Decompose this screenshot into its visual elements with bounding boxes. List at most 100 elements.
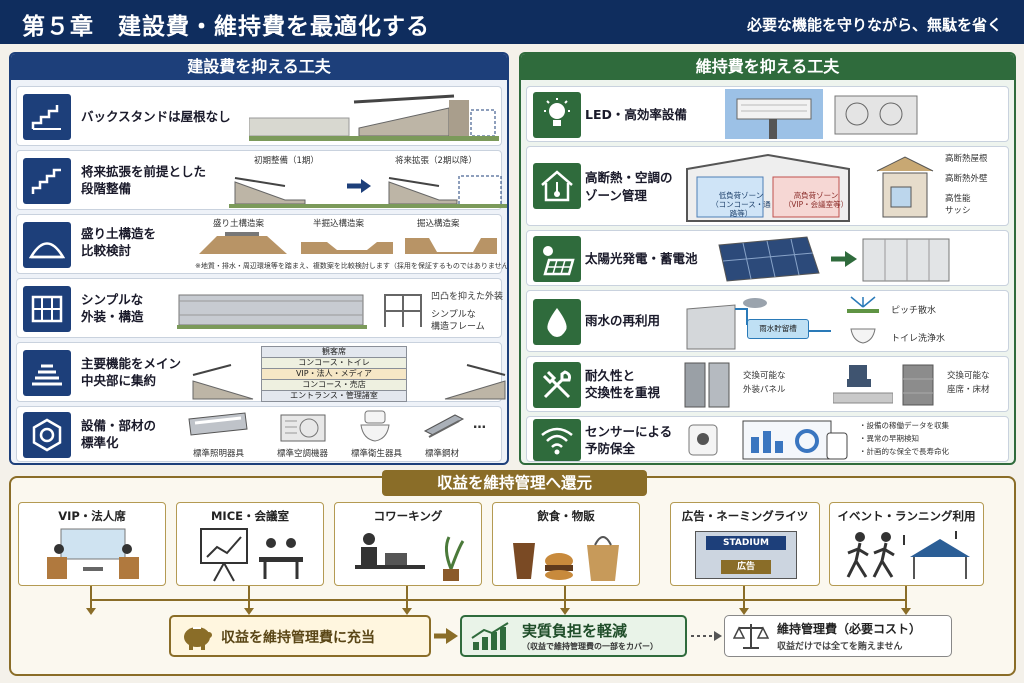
central-label-1: 主要機能をメイン bbox=[81, 356, 182, 371]
bulb-icon bbox=[533, 92, 581, 138]
stadium-sign: STADIUM bbox=[706, 536, 786, 550]
maintenance-cost-text: 維持管理費（必要コスト） bbox=[777, 622, 922, 636]
row-solar: 太陽光発電・蓄電池 bbox=[526, 230, 1009, 286]
zone-building-illustration bbox=[686, 153, 850, 222]
bleacher-icon bbox=[23, 94, 71, 140]
rainwater-illustration bbox=[686, 298, 831, 350]
earthwork-illustration bbox=[199, 232, 497, 254]
maintenance-panel-title: 維持費を抑える工夫 bbox=[521, 54, 1014, 80]
level-vip: VIP・法人・メディア bbox=[261, 369, 407, 380]
sensor-device-icon bbox=[688, 424, 718, 456]
steel-beam-icon bbox=[423, 414, 465, 438]
house-thermometer-icon bbox=[533, 163, 581, 209]
row-rainwater: 雨水の再利用 雨水貯留槽 ピッチ散水 トイレ洗浄水 bbox=[526, 290, 1009, 352]
card-food: 飲食・物販 bbox=[492, 502, 640, 586]
maintenance-cost-box: 維持管理費（必要コスト） 収益だけでは全てを賄えません bbox=[724, 615, 952, 657]
part-sash-2: サッシ bbox=[945, 206, 971, 216]
sensor-bullet-2: ・異常の早期検知 bbox=[859, 434, 919, 443]
arrow-to-battery bbox=[831, 251, 857, 267]
card-mice-title: MICE・会議室 bbox=[210, 509, 290, 523]
item-ac: 標準空調機器 bbox=[277, 449, 329, 459]
revenue-section: 収益を維持管理へ還元 VIP・法人席 MICE・会議室 コワーキング 飲食・物販… bbox=[9, 470, 1016, 676]
dotted-arrow bbox=[691, 631, 722, 641]
central-label-2: 中央部に集約 bbox=[81, 373, 157, 388]
seat-note-2: 座席・床材 bbox=[947, 385, 990, 395]
durability-label-2: 交換性を重視 bbox=[585, 385, 661, 400]
flow-connectors bbox=[86, 586, 911, 615]
insulation-label-2: ゾーン管理 bbox=[585, 188, 647, 203]
revenue-allocation-box: 収益を維持管理費に充当 bbox=[169, 615, 431, 657]
construction-cost-panel: 建設費を抑える工夫 バックスタンドは屋根なし 将来拡張を前提とした 段階整備 初… bbox=[9, 52, 509, 465]
burden-reduction-box: 実質負担を軽減 （収益で維持管理費の一部をカバー） bbox=[460, 615, 687, 657]
card-events: イベント・ランニング利用 bbox=[829, 502, 984, 586]
mound-icon bbox=[23, 222, 71, 268]
frame-icon bbox=[384, 294, 422, 327]
stadium-building: STADIUM 広告 bbox=[695, 531, 797, 579]
part-roof: 高断熱屋根 bbox=[945, 154, 988, 164]
page-subtitle: 必要な機能を守りながら、無駄を省く bbox=[746, 16, 1002, 34]
facade-panel-illustration bbox=[684, 362, 730, 408]
standard-label-2: 標準化 bbox=[81, 435, 119, 450]
phase1-caption: 初期整備（1期） bbox=[254, 156, 319, 166]
revenue-allocation-text: 収益を維持管理費に充当 bbox=[221, 630, 375, 646]
presentation-icon bbox=[200, 528, 303, 582]
maintenance-cost-panel: 維持費を抑える工夫 LED・高効率設備 高断熱・空調の ゾーン管理 低負荷ゾーン… bbox=[519, 52, 1016, 465]
item-steel: 標準鋼材 bbox=[425, 449, 460, 459]
wall-section-illustration bbox=[876, 156, 934, 218]
row-earthwork: 盛り土構造を 比較検討 盛り土構造案 半掘込構造案 掘込構造案 ※地質・排水・周… bbox=[16, 214, 507, 274]
level-entrance: エントランス・管理諸室 bbox=[261, 391, 407, 402]
item-sanitary: 標準衛生器具 bbox=[351, 449, 403, 459]
facade-label-1: シンプルな bbox=[81, 292, 144, 307]
toilet-icon bbox=[360, 410, 390, 442]
construction-panel-title: 建設費を抑える工夫 bbox=[11, 54, 507, 80]
hvac-unit-illustration bbox=[834, 95, 918, 135]
seat-illustration bbox=[833, 365, 893, 404]
row-backstand: バックスタンドは屋根なし bbox=[16, 86, 502, 146]
frame-note-2: 構造フレーム bbox=[431, 322, 485, 332]
card-coworking: コワーキング bbox=[334, 502, 482, 586]
solar-panel-icon bbox=[533, 236, 581, 282]
page-title: 第５章 建設費・維持費を最適化する bbox=[22, 14, 430, 40]
phased-label-1: 将来拡張を前提とした bbox=[81, 164, 207, 179]
running-event-icon bbox=[846, 531, 970, 579]
part-sash-1: 高性能 bbox=[945, 194, 971, 204]
piggy-bank-icon bbox=[184, 627, 212, 650]
rainwater-label: 雨水の再利用 bbox=[585, 313, 661, 328]
row-led: LED・高効率設備 bbox=[526, 86, 1009, 142]
zone-low: 低負荷ゾーン（コンコース・通路等） bbox=[709, 191, 773, 218]
zone-high: 高負荷ゾーン（VIP・会議室等） bbox=[783, 191, 849, 209]
sensor-bullet-1: ・設備の稼働データを収集 bbox=[859, 421, 949, 430]
card-mice: MICE・会議室 bbox=[176, 502, 324, 586]
card-advertising: 広告・ネーミングライツ STADIUM 広告 bbox=[670, 502, 820, 586]
maintenance-cost-subtext: 収益だけでは全てを賄えません bbox=[777, 642, 903, 652]
facade-grid-icon bbox=[23, 286, 71, 332]
zone-high-title: 高負荷ゾーン bbox=[793, 191, 839, 200]
use-pitch: ピッチ散水 bbox=[891, 306, 937, 316]
facade-label-2: 外装・構造 bbox=[81, 309, 144, 324]
card-coworking-title: コワーキング bbox=[373, 509, 443, 523]
phase2-caption: 将来拡張（2期以降） bbox=[395, 156, 477, 166]
water-drop-icon bbox=[533, 299, 581, 345]
light-fixture-icon bbox=[188, 412, 248, 436]
phased-illustration bbox=[229, 175, 507, 208]
backstand-illustration bbox=[249, 94, 499, 141]
row-standardization: 設備・部材の 標準化 … 標準照明器具 標準空調機器 標準衛生器具 標準鋼材 bbox=[16, 406, 502, 462]
zone-high-desc: （VIP・会議室等） bbox=[783, 200, 849, 209]
seat-note-1: 交換可能な bbox=[947, 371, 990, 381]
frame-note-1: シンプルな bbox=[431, 310, 476, 320]
case2-caption: 半掘込構造案 bbox=[313, 219, 365, 229]
rain-tank: 雨水貯留槽 bbox=[747, 319, 809, 339]
durability-label-1: 耐久性と bbox=[585, 368, 636, 383]
ad-sign: 広告 bbox=[721, 560, 771, 574]
backstand-label: バックスタンドは屋根なし bbox=[81, 109, 231, 124]
dashboard-illustration bbox=[742, 420, 848, 460]
solar-array-illustration bbox=[718, 236, 820, 282]
stairs-icon bbox=[23, 158, 71, 204]
revenue-section-title: 収益を維持管理へ還元 bbox=[382, 470, 647, 496]
floor-tile-illustration bbox=[902, 364, 934, 406]
row-phased: 将来拡張を前提とした 段階整備 初期整備（1期） 将来拡張（2期以降） bbox=[16, 150, 507, 210]
solar-label: 太陽光発電・蓄電池 bbox=[585, 251, 698, 266]
section-diagram: 観客席 コンコース・トイレ VIP・法人・メディア コンコース・売店 エントラン… bbox=[261, 346, 407, 402]
earthwork-note: ※地質・排水・周辺環境等を踏まえ、複数案を比較検討します（採用を保証するものでは… bbox=[195, 262, 509, 270]
item-light: 標準照明器具 bbox=[193, 449, 245, 459]
